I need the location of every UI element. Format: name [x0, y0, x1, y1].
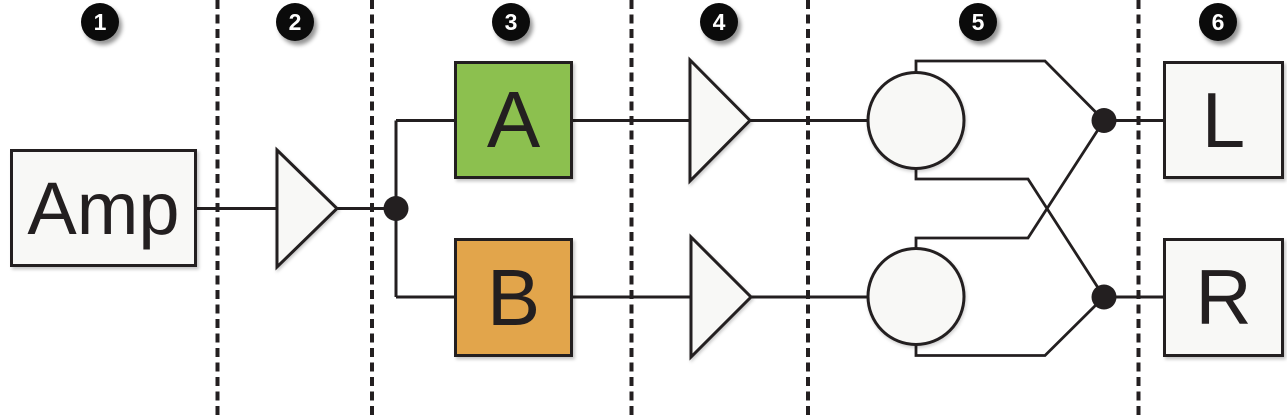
left-output-node: L — [1163, 61, 1284, 179]
split-junction-dot-icon — [383, 196, 409, 221]
channel-a-amplifier-triangle-icon — [688, 56, 753, 185]
channel-b-amplifier-triangle-icon — [689, 233, 754, 361]
right-output-node: R — [1163, 238, 1284, 357]
stage-badge-6: 6 — [1199, 3, 1237, 41]
stage-badge-1: 1 — [81, 3, 119, 41]
pan-knob-b-icon — [866, 247, 966, 346]
pan1-right-send — [914, 167, 1106, 298]
channel-b-node: B — [454, 238, 573, 357]
pan1-left-send — [914, 59, 1105, 122]
right-sum-junction-dot-icon — [1091, 284, 1117, 310]
buffer-amplifier-triangle-icon — [275, 146, 340, 271]
amp-node: Amp — [10, 149, 197, 267]
left-sum-junction-dot-icon — [1091, 108, 1117, 133]
stage-badge-2: 2 — [276, 3, 314, 41]
pan2-right-send — [914, 296, 1105, 357]
stage-badge-5: 5 — [959, 3, 997, 41]
channel-a-node: A — [454, 61, 573, 179]
stage-badge-3: 3 — [492, 3, 530, 41]
pan-knob-a-icon — [866, 71, 966, 170]
stage-badge-4: 4 — [700, 3, 738, 41]
pan2-left-send — [914, 119, 1106, 250]
